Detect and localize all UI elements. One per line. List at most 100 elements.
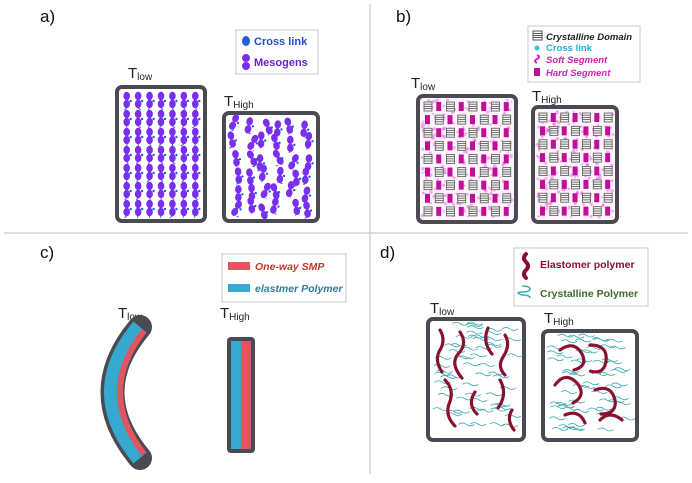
crosslink-dot [130,154,132,156]
crosslink-dot [152,154,154,156]
hard-segment [436,128,441,137]
soft-segment [486,111,489,114]
soft-segment [464,107,466,109]
hard-segment [493,115,498,124]
soft-segment [536,155,538,157]
soft-segment [421,214,424,217]
hard-segment [551,113,556,122]
hard-segment [583,126,588,135]
crosslink-dot [164,172,166,174]
soft-segment [568,123,570,125]
crosslink-dot [130,118,132,120]
hard-segment [470,194,475,203]
hard-segment [448,115,453,124]
crosslink-dot [175,154,177,156]
crosslink-dot [175,190,177,192]
crosslink-dot [278,191,280,193]
hard-segment [562,180,567,189]
soft-segment [477,197,480,200]
crosslink-dot [198,172,200,174]
soft-segment [537,215,539,217]
soft-segment [444,180,446,182]
hard-segment [594,140,599,149]
crosslink-dot [293,144,295,146]
soft-segment [556,137,560,141]
hard-segment [583,180,588,189]
soft-segment [489,123,491,125]
hard-segment [504,154,509,163]
hard-segment [448,194,453,203]
hard-segment [459,181,464,190]
panel-a-thigh-label: THigh [224,93,254,111]
crosslink-dot [164,100,166,102]
crosslink-dot [164,118,166,120]
crosslink-chain [172,144,173,146]
soft-segment [545,202,549,206]
panel-b-label: b) [396,7,411,26]
hard-segment [504,128,509,137]
crosslink-dot [152,190,154,192]
hard-segment [425,168,430,177]
panel-d-legend-elastomer: Elastomer polymer [540,259,635,271]
soft-segment [544,162,547,165]
crosslink-dot [266,173,268,175]
hard-segment [448,168,453,177]
crosslink-dot [141,118,143,120]
hard-segment [493,168,498,177]
soft-segment [453,146,456,149]
soft-segment [575,149,577,151]
crosslink-dot [187,208,189,210]
crosslink-chain [274,214,276,215]
soft-segment [437,178,439,180]
soft-segment [567,187,570,190]
soft-segment [500,125,502,127]
hard-segment [481,128,486,137]
panel-b-tlow-label: Tlow [411,75,436,93]
crosslink-chain [261,181,263,182]
panel-c-straight-strip [227,337,255,453]
soft-segment [547,129,550,132]
crosslink-dot [198,136,200,138]
crosslink-dot [141,136,143,138]
hard-segment [425,141,430,150]
soft-segment [478,143,480,145]
crosslink-dot [130,208,132,210]
soft-segment [421,172,423,174]
hard-segment [493,141,498,150]
soft-segment [466,147,469,150]
panel-c-legend-smp: One-way SMP [255,261,325,273]
hard-segment [459,128,464,137]
soft-segment [467,216,469,218]
soft-segment [546,205,548,207]
soft-segment [452,122,454,124]
crosslink-dot [175,100,177,102]
hard-segment [481,102,486,111]
soft-segment [488,205,491,208]
crosslink-chain [266,198,267,199]
crosslink-dot [175,208,177,210]
soft-segment [444,202,447,205]
panel-d-legend: Elastomer polymer Crystalline Polymer [514,248,648,306]
hard-segment [481,181,486,190]
soft-segment [490,174,492,176]
soft-segment [557,190,560,193]
soft-segment [549,203,552,206]
hard-segment [504,181,509,190]
soft-segment [569,165,572,168]
hard-segment [573,140,578,149]
soft-segment [511,101,513,103]
panel-a-tlow-label: Tlow [128,65,153,83]
soft-segment [484,189,487,192]
crosslink-dot [141,208,143,210]
elastomer-legend-icon [228,284,250,292]
soft-segment [464,184,466,186]
soft-segment [569,205,571,207]
soft-segment [611,210,614,213]
soft-segment [427,125,429,127]
soft-segment [435,99,438,102]
soft-segment [492,139,495,142]
soft-segment [509,154,511,156]
soft-segment [466,174,468,176]
crosslink-dot [198,190,200,192]
